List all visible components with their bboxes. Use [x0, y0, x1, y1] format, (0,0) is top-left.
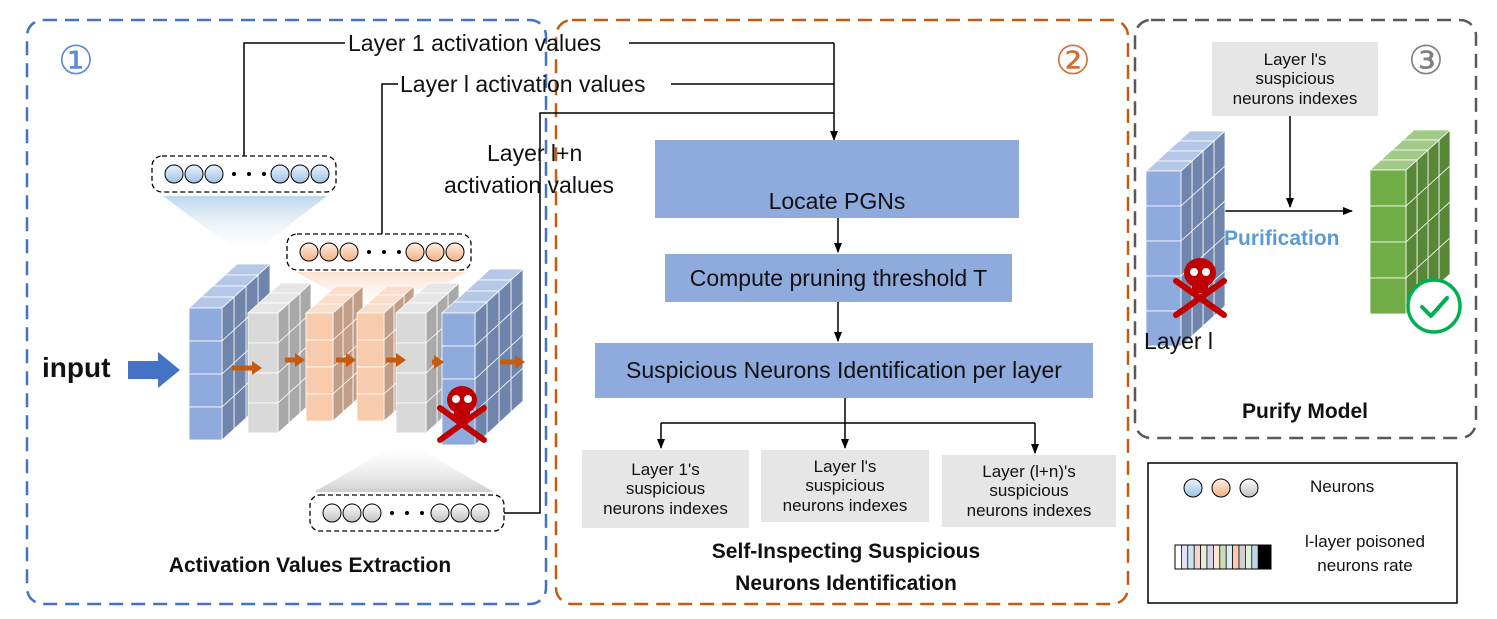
- panel-1-title: Activation Values Extraction: [168, 554, 452, 577]
- neuron-box-layerln: [309, 494, 505, 532]
- compute-threshold-label: Compute pruning threshold T: [689, 264, 988, 291]
- identify-box: Suspicious Neurons Identification per la…: [595, 343, 1093, 398]
- input-label: input: [42, 352, 111, 383]
- panel-2-title-line2: Neurons Identification: [735, 572, 957, 595]
- output-layer1-box: Layer 1's suspicious neurons indexes: [582, 450, 749, 528]
- compute-threshold-box: Compute pruning threshold T: [665, 254, 1012, 302]
- panel-3-title: Purify Model: [1241, 400, 1368, 423]
- output-layerl-line1: Layer l's: [813, 456, 877, 476]
- layer1-connector: [243, 42, 345, 158]
- poison-skull-icon: [437, 386, 487, 443]
- output-layer1-line1: Layer 1's: [631, 459, 700, 479]
- layer-l-label: Layer l: [1144, 328, 1214, 354]
- panel-3-indexes-line2: suspicious: [1255, 69, 1335, 89]
- neuron-box-layerl: [286, 233, 472, 271]
- panel-3-indexes-line3: neurons indexes: [1232, 88, 1358, 108]
- layerln-activation-label-line1: Layer l+n: [487, 140, 583, 166]
- output-layerl-line2: suspicious: [805, 476, 885, 496]
- purify-stack-poisoned: [1144, 130, 1227, 347]
- output-layerln-line1: Layer (l+n)'s: [982, 461, 1076, 481]
- output-layer1-line2: suspicious: [625, 479, 706, 499]
- output-layerln-line3: neurons indexes: [966, 500, 1092, 520]
- panel-2-title-line1: Self-Inspecting Suspicious: [711, 540, 981, 563]
- panel-2-border: [554, 18, 1130, 606]
- layerl-activation-label: Layer l activation values: [400, 71, 646, 97]
- panel-2-number: ②: [1055, 38, 1091, 84]
- legend-rate-label-line2: neurons rate: [1317, 556, 1413, 575]
- legend-strip: [1174, 544, 1272, 570]
- panel-1-number: ①: [58, 38, 94, 84]
- purify-layers: [1144, 129, 1452, 347]
- poison-skull-icon-layer-l: [1173, 258, 1227, 318]
- output-layerl-line3: neurons indexes: [782, 495, 908, 515]
- output-layerl-box: Layer l's suspicious neurons indexes: [761, 450, 929, 522]
- layerl-connector: [381, 83, 398, 235]
- beam-layerln: [314, 440, 494, 492]
- output-layer1-line3: neurons indexes: [603, 498, 728, 518]
- purification-label: Purification: [1224, 227, 1340, 250]
- panel-3-number: ③: [1408, 38, 1444, 84]
- identify-label: Suspicious Neurons Identification per la…: [626, 357, 1062, 384]
- panel-3-indexes-line1: Layer l's: [1263, 49, 1327, 69]
- legend-neurons-label: Neurons: [1310, 477, 1375, 496]
- beam-layer1: [163, 196, 327, 258]
- layer1-activation-label: Layer 1 activation values: [348, 30, 602, 56]
- panel-3-border: [1133, 18, 1478, 440]
- input-arrow: [128, 352, 180, 388]
- neuron-box-layer1: [151, 155, 337, 193]
- legend-rate-strip-icon: [1174, 544, 1272, 570]
- check-icon: [1406, 278, 1462, 334]
- network-layers: [187, 263, 525, 446]
- legend-border: [1147, 462, 1458, 604]
- purify-stack-clean: [1368, 129, 1452, 315]
- panel-3-indexes-box: Layer l's suspicious neurons indexes: [1212, 42, 1378, 116]
- panel-1-border: [25, 18, 548, 606]
- output-layerln-box: Layer (l+n)'s suspicious neurons indexes: [942, 455, 1116, 527]
- layerln-connector: [503, 112, 834, 514]
- layer-stack-hidden-2: [304, 285, 365, 422]
- output-layerln-line2: suspicious: [989, 481, 1069, 501]
- locate-pgns-box: Locate PGNs: [655, 140, 1019, 218]
- locate-pgns-label: Locate PGNs: [768, 187, 906, 214]
- legend-neurons-icon: [1183, 478, 1259, 498]
- layerln-activation-label-line2: activation values: [444, 172, 615, 198]
- legend-rate-label-line1: l-layer poisoned: [1304, 532, 1425, 551]
